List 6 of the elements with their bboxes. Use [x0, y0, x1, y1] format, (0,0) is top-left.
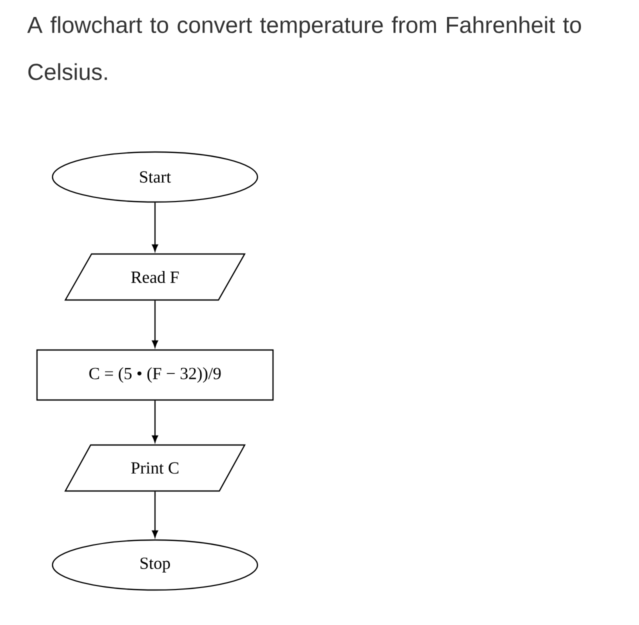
title: A flowchart to convert temperature from Fahrenheit to Celsius.	[27, 16, 581, 80]
arrow	[152, 400, 158, 443]
process-box: C = (5 • (F − 32))/9	[36, 349, 274, 401]
arrow	[152, 300, 158, 348]
arrow	[152, 492, 158, 538]
arrow	[152, 202, 158, 252]
